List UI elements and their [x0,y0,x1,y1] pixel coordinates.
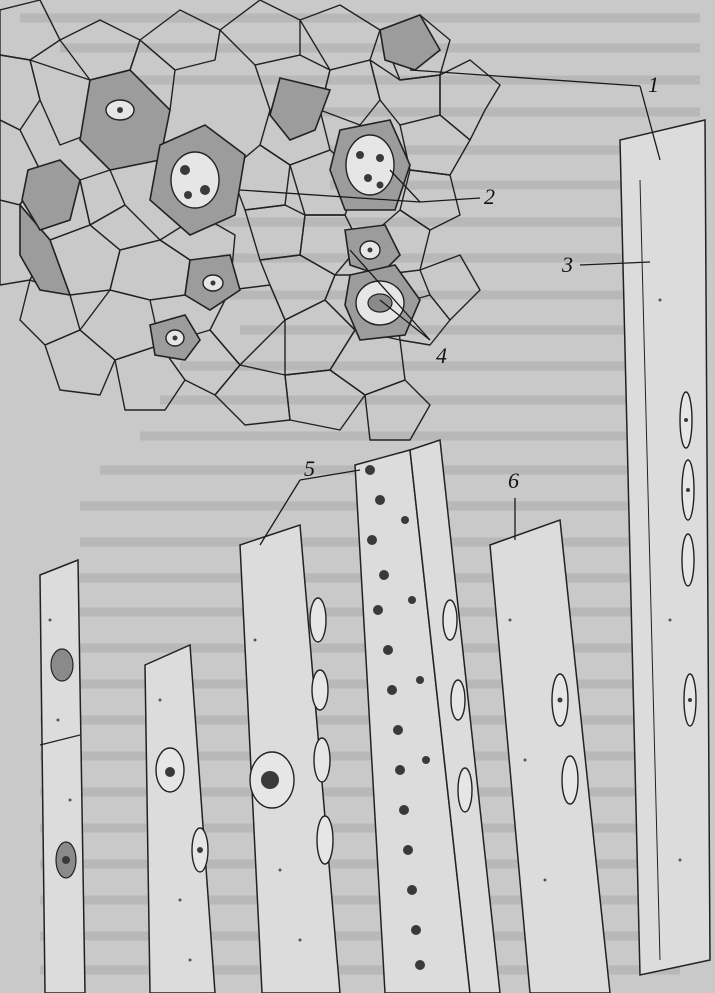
elongated-cell-a [40,560,85,993]
label-6: 6 [508,468,519,493]
label-3: 3 [561,252,573,277]
label-5: 5 [304,456,315,481]
label-2: 2 [484,184,495,209]
label-1: 1 [648,72,659,97]
label-4: 4 [436,343,447,368]
